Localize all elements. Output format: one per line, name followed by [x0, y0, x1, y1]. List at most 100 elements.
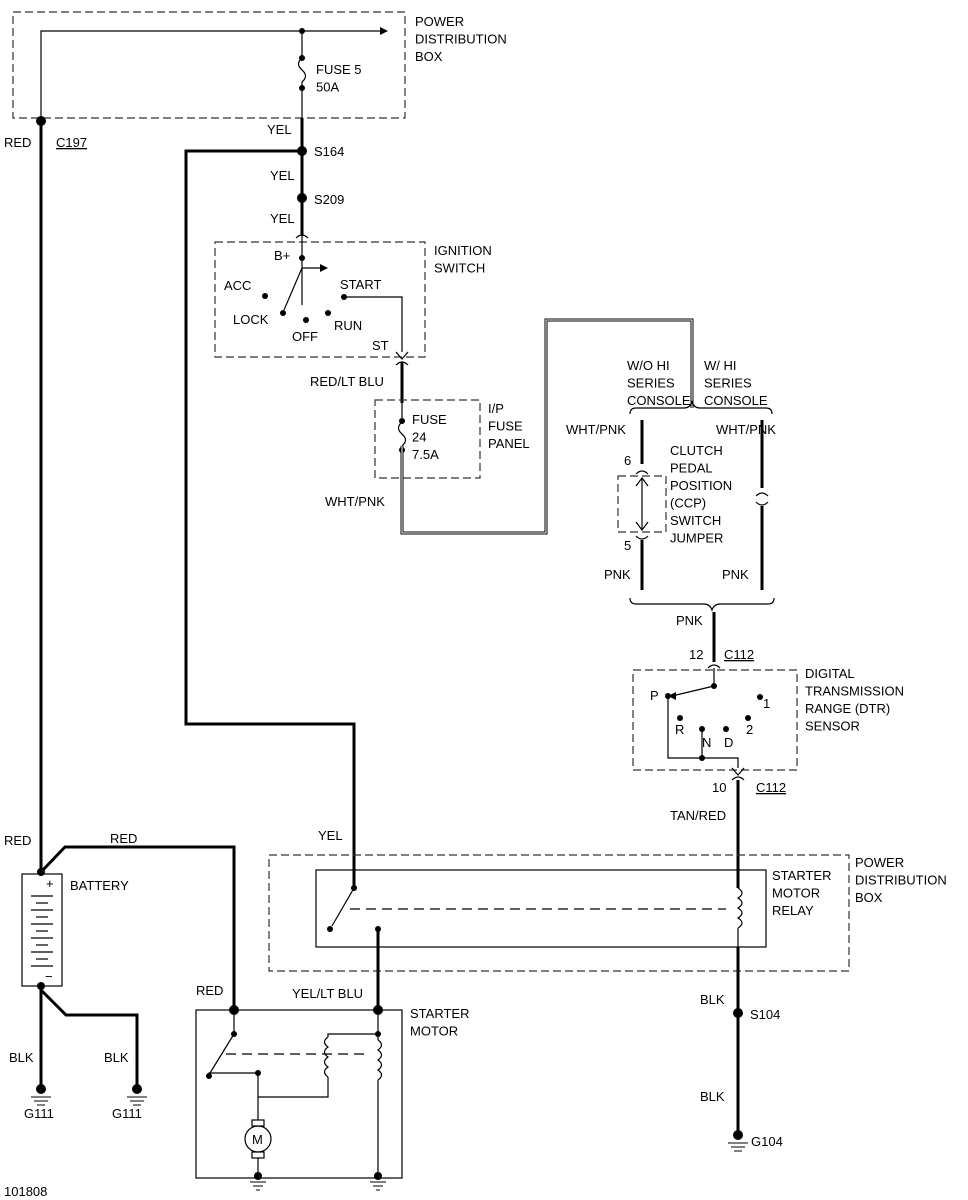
c197-connector-dot	[36, 116, 46, 126]
connector-icon	[635, 535, 649, 540]
wire-label-red-lt-blu: RED/LT BLU	[310, 374, 384, 389]
switch-pos-lock: LOCK	[233, 312, 269, 327]
connector-icon	[395, 361, 409, 366]
pull-in-coil-icon	[323, 1036, 330, 1078]
wire-label-pnk: PNK	[676, 613, 703, 628]
g104-ground-dot	[733, 1130, 743, 1140]
fuse5-terminal	[299, 85, 305, 91]
wire-label-red: RED	[110, 831, 137, 846]
wire-label-blk: BLK	[104, 1050, 129, 1065]
relay-coil-icon	[736, 887, 743, 929]
switch-pos-bplus: B+	[274, 248, 290, 263]
starter-motor-box	[195, 1009, 403, 1179]
starter-solenoid-contact-blade	[209, 1033, 235, 1074]
bus-arrow-icon	[380, 27, 388, 35]
ip-fuse-panel-box	[374, 399, 481, 479]
wire-label-yel: YEL	[267, 122, 292, 137]
connector-icon	[707, 664, 721, 669]
wire-label-blk: BLK	[9, 1050, 34, 1065]
fuse24-fuse-icon	[397, 421, 407, 447]
ground-g111-label: G111	[112, 1106, 142, 1121]
dtr-pos-2: 2	[746, 722, 753, 737]
ccp-jumper-box	[617, 475, 667, 533]
ignition-bplus-terminal	[299, 255, 305, 261]
motor-symbol-label: M	[252, 1132, 263, 1147]
ccp-pin-6-label: 6	[624, 453, 631, 468]
splice-s209-dot	[297, 193, 307, 203]
dtr-d-terminal	[723, 726, 729, 732]
wire-label-pnk: PNK	[604, 567, 631, 582]
ground-g111-label: G111	[24, 1106, 54, 1121]
yel-wire-s164-to-relay	[184, 149, 356, 888]
connector-icon	[295, 234, 309, 239]
console-merge-brace	[629, 597, 775, 612]
connector-icon	[755, 492, 769, 506]
motor-feed-lead	[208, 1072, 258, 1076]
wire-label-red: RED	[196, 983, 223, 998]
connector-c197-label: C197	[56, 135, 87, 150]
wire-label-blk: BLK	[700, 1089, 725, 1104]
wire-label-tan-red: TAN/RED	[670, 808, 726, 823]
splice-s209-label: S209	[314, 192, 344, 207]
motor-ground-terminal	[254, 1172, 262, 1180]
battery-plus-label: +	[46, 876, 54, 891]
wire-label-red: RED	[4, 135, 31, 150]
wire-label-pnk: PNK	[722, 567, 749, 582]
fuse5-terminal	[299, 55, 305, 61]
wire-label-red: RED	[4, 833, 31, 848]
ccp-jumper-arrows-icon	[635, 477, 649, 531]
switch-pos-acc: ACC	[224, 278, 251, 293]
wire-label-blk: BLK	[700, 992, 725, 1007]
splice-s104-dot	[733, 1008, 743, 1018]
pull-in-coil-return	[258, 1077, 329, 1098]
ground-icon	[370, 1181, 386, 1191]
wire-label-yel-lt-blu: YEL/LT BLU	[292, 986, 363, 1001]
connector-c112-label: C112	[756, 780, 786, 795]
motor-brush-icon	[251, 1151, 265, 1159]
figure-number: 101808	[4, 1184, 47, 1199]
pdb-internal-bus-line	[40, 30, 302, 120]
bplus-arrow-icon	[320, 264, 328, 272]
motor-brush-icon	[251, 1119, 265, 1127]
dtr-blade-arrow-icon	[668, 692, 676, 700]
red-wire-battery-to-starter	[39, 845, 236, 1010]
c112-pin-10-label: 10	[712, 780, 726, 795]
dtr-2-terminal	[745, 715, 751, 721]
splice-s164-label: S164	[314, 144, 344, 159]
ignition-off-terminal	[303, 317, 309, 323]
switch-pos-run: RUN	[334, 318, 362, 333]
ignition-acc-terminal	[262, 293, 268, 299]
dtr-1-terminal	[757, 694, 763, 700]
ignition-run-terminal	[325, 310, 331, 316]
ignition-switch-blade	[283, 267, 303, 311]
dtr-pos-r: R	[675, 722, 684, 737]
starter-relay-box	[315, 869, 767, 948]
splice-s104-label: S104	[750, 1007, 780, 1022]
ground-icon	[250, 1181, 266, 1191]
console-option-brace	[629, 400, 773, 415]
ground-g104-label: G104	[751, 1134, 783, 1149]
ignition-start-circuit	[344, 296, 403, 352]
dtr-junction	[699, 755, 705, 761]
wire-label-wht-pnk: WHT/PNK	[716, 422, 776, 437]
connector-icon	[395, 351, 409, 360]
battery-label: BATTERY	[70, 878, 129, 893]
g111-ground-dot	[36, 1084, 46, 1094]
fuse5-fuse-icon	[297, 57, 307, 83]
g111-ground-dot	[132, 1084, 142, 1094]
hold-in-coil-icon	[376, 1039, 383, 1081]
wire-label-yel: YEL	[318, 828, 343, 843]
battery-box	[21, 873, 63, 987]
dtr-switch-blade	[671, 685, 715, 697]
wht-pnk-wire-stripe	[401, 319, 693, 534]
pdb-bottom-box	[268, 854, 850, 972]
